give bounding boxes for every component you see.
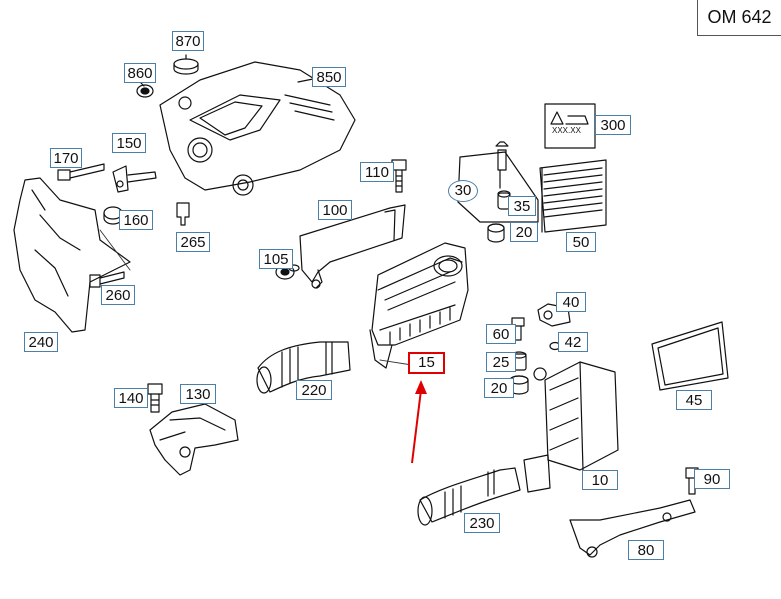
engine-code-label: OM 642	[697, 0, 781, 36]
part-140-bolt-drawing	[147, 383, 163, 413]
part-label-150[interactable]: 150	[112, 133, 146, 153]
part-230-intake-duct-drawing	[417, 467, 521, 526]
highlight-arrow	[411, 380, 427, 464]
part-label-30[interactable]: 30	[448, 180, 478, 202]
part-label-20-lower[interactable]: 20	[484, 378, 514, 398]
part-label-140[interactable]: 140	[114, 388, 148, 408]
part-label-50[interactable]: 50	[566, 232, 596, 252]
part-label-15-highlighted[interactable]: 15	[408, 352, 445, 374]
part-label-265[interactable]: 265	[176, 232, 210, 252]
part-label-35[interactable]: 35	[508, 196, 536, 216]
part-150-bracket-drawing	[112, 165, 157, 193]
part-label-45[interactable]: 45	[676, 390, 712, 410]
part-label-860[interactable]: 860	[124, 63, 156, 83]
part-50-air-filter-drawing	[539, 159, 607, 233]
warning-label-text: XXX.XX	[552, 126, 581, 135]
part-label-870[interactable]: 870	[172, 31, 204, 51]
part-label-80[interactable]: 80	[628, 540, 664, 560]
part-label-110[interactable]: 110	[360, 162, 394, 182]
part-15-air-filter-housing-drawing	[369, 242, 469, 369]
part-20-mount-top-drawing	[487, 223, 505, 243]
part-label-10[interactable]: 10	[582, 470, 618, 490]
part-80-bracket-drawing	[569, 499, 696, 558]
part-label-60[interactable]: 60	[486, 324, 516, 344]
part-860-grommet-drawing	[136, 81, 154, 98]
part-870-cap-drawing	[173, 54, 199, 75]
part-label-260[interactable]: 260	[101, 285, 135, 305]
part-label-42[interactable]: 42	[558, 332, 588, 352]
part-40-sensor-drawing	[537, 303, 571, 327]
part-170-bolt-drawing	[57, 163, 105, 181]
part-220-intake-duct-drawing	[256, 341, 351, 394]
part-130-cover-drawing	[149, 403, 239, 476]
part-label-850[interactable]: 850	[312, 67, 346, 87]
part-100-bracket-drawing	[299, 204, 406, 289]
part-45-filter-element-drawing	[651, 321, 729, 391]
part-label-40[interactable]: 40	[556, 292, 586, 312]
part-label-130[interactable]: 130	[180, 384, 216, 404]
part-265-clip-drawing	[176, 202, 190, 226]
part-label-300[interactable]: 300	[595, 115, 631, 135]
part-label-25[interactable]: 25	[486, 352, 516, 372]
part-label-220[interactable]: 220	[296, 380, 332, 400]
part-110-bolt-drawing	[391, 159, 407, 193]
part-label-100[interactable]: 100	[318, 200, 352, 220]
callout-leaders	[99, 229, 413, 366]
part-label-160[interactable]: 160	[119, 210, 153, 230]
part-label-105[interactable]: 105	[259, 249, 293, 269]
part-label-240[interactable]: 240	[24, 332, 58, 352]
part-30-kit-drawing	[457, 141, 539, 223]
part-label-20-top[interactable]: 20	[510, 222, 538, 242]
part-850-engine-cover-drawing	[159, 61, 356, 196]
part-label-170[interactable]: 170	[50, 148, 82, 168]
part-240-heat-shield-drawing	[13, 177, 131, 333]
part-105-grommet-drawing	[275, 264, 300, 280]
part-label-230[interactable]: 230	[464, 513, 500, 533]
part-10-intercooler-drawing	[523, 361, 619, 493]
part-label-90[interactable]: 90	[694, 469, 730, 489]
part-260-bolt-drawing	[89, 271, 125, 288]
